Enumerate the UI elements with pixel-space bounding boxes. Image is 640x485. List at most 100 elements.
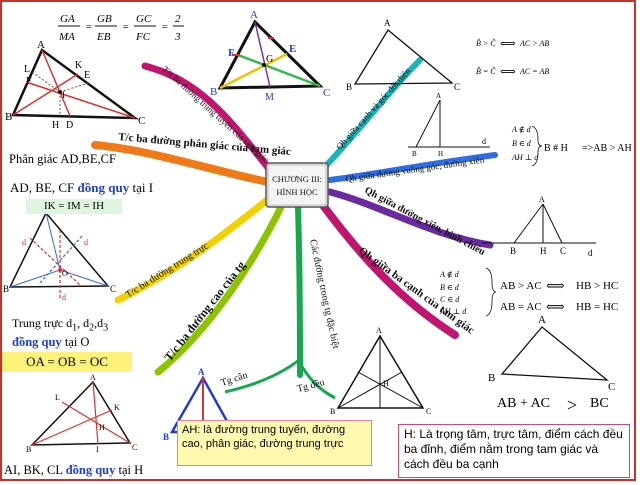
equal-radii: OA = OB = OC xyxy=(2,352,132,372)
equal-distances: IK = IM = IH xyxy=(26,199,122,214)
svg-text:A: A xyxy=(250,9,258,21)
svg-text:=>AB > AH: =>AB > AH xyxy=(582,143,632,154)
branch-perpendicular-bisector xyxy=(114,192,276,304)
perp-bisector-concurrency: đồng quy tại O xyxy=(12,335,90,349)
svg-text:C: C xyxy=(454,82,460,92)
svg-text:C: C xyxy=(426,407,431,416)
center-title: CHƯƠNG III: xyxy=(272,174,322,184)
svg-text:AB = AC: AB = AC xyxy=(500,301,542,313)
svg-text:B: B xyxy=(26,445,31,454)
svg-text:d: d xyxy=(22,238,26,247)
svg-text:FC: FC xyxy=(135,31,151,43)
svg-text:F: F xyxy=(228,47,235,59)
svg-text:C: C xyxy=(138,115,145,127)
svg-text:2: 2 xyxy=(175,13,181,25)
svg-text:H: H xyxy=(540,246,547,256)
svg-text:AC = AB: AC = AB xyxy=(519,67,549,76)
circumcenter-triangle: A B C O d d d xyxy=(3,204,116,302)
svg-text:HB = HC: HB = HC xyxy=(576,301,618,313)
side-angle-triangle: A B C xyxy=(346,18,460,92)
branch-altitude xyxy=(154,201,286,376)
svg-text:B̂ > Ĉ: B̂ > Ĉ xyxy=(476,38,496,48)
svg-text:A: A xyxy=(376,326,382,335)
bisector-triangle: A B C L F K E I H D xyxy=(5,39,145,131)
svg-text:A: A xyxy=(37,39,45,51)
svg-text:H: H xyxy=(99,423,105,432)
svg-text:AH ⊥ d: AH ⊥ d xyxy=(439,307,467,316)
svg-text:AB > AC: AB > AC xyxy=(500,280,542,292)
bisector-concurrency: AD, BE, CF đồng quy tại I xyxy=(10,180,153,196)
branch-triangle-inequality xyxy=(318,200,459,339)
svg-text:⟺: ⟺ xyxy=(546,299,565,314)
svg-text:=: = xyxy=(85,21,92,33)
branch-special-triangles xyxy=(295,205,303,378)
svg-text:A: A xyxy=(198,367,205,377)
svg-text:EB: EB xyxy=(96,31,111,43)
perp-oblique-figure: A B H d xyxy=(408,92,490,158)
svg-text:d: d xyxy=(482,137,486,146)
bisector-text: Phân giác AD,BE,CF xyxy=(9,152,116,167)
svg-text:A: A xyxy=(539,195,545,204)
svg-text:=: = xyxy=(161,21,168,33)
perp-oblique-relations: A ∉ d B ∈ d AH ⊥ d B # H =>AB > AH xyxy=(511,125,632,167)
svg-text:>: > xyxy=(567,395,577,415)
center-subtitle: HÌNH HỌC xyxy=(276,187,318,197)
svg-text:K: K xyxy=(114,403,120,412)
altitude-concurrency: AI, BK, CL đồng quy tại H xyxy=(4,463,144,477)
svg-text:d: d xyxy=(588,248,593,258)
branch-side-angle xyxy=(319,57,423,173)
equilateral-triangle: A B C H xyxy=(330,326,431,416)
svg-text:H: H xyxy=(52,120,59,131)
oblique-projection-relations: A ∉ d B ∈ d C ∈ d AH ⊥ d AB > AC ⟺ HB > … xyxy=(439,267,618,317)
svg-text:C: C xyxy=(560,246,566,256)
svg-text:=: = xyxy=(122,21,129,33)
svg-text:K: K xyxy=(75,60,83,71)
svg-text:d: d xyxy=(62,293,66,302)
svg-text:A: A xyxy=(384,18,391,28)
svg-text:B ∈ d: B ∈ d xyxy=(512,139,532,148)
svg-text:M: M xyxy=(265,92,274,103)
svg-text:GC: GC xyxy=(136,13,152,25)
svg-text:BC: BC xyxy=(590,396,609,411)
at-i: tại I xyxy=(132,180,154,195)
isosceles-note: AH: là đường trung tuyến, đường cao, phâ… xyxy=(177,420,372,466)
bisector-lines: AD, BE, CF xyxy=(10,180,75,195)
svg-text:C: C xyxy=(132,443,137,452)
svg-text:MA: MA xyxy=(58,31,75,43)
bisector-label: Phân giác AD,BE,CF xyxy=(9,152,116,166)
svg-text:E: E xyxy=(84,70,90,81)
svg-text:HB > HC: HB > HC xyxy=(576,280,618,292)
svg-text:3: 3 xyxy=(174,31,181,43)
svg-text:B: B xyxy=(510,246,516,256)
svg-text:B ∈ d: B ∈ d xyxy=(440,283,460,292)
svg-text:d: d xyxy=(84,238,88,247)
svg-text:H: H xyxy=(383,379,389,388)
svg-text:GB: GB xyxy=(97,13,112,25)
branch-isosceles xyxy=(224,358,300,394)
svg-text:G: G xyxy=(266,54,273,65)
svg-text:B: B xyxy=(5,111,12,123)
svg-text:C: C xyxy=(110,284,116,294)
svg-text:O: O xyxy=(62,269,68,278)
svg-text:A: A xyxy=(538,314,546,326)
svg-text:C ∈ d: C ∈ d xyxy=(440,295,460,304)
svg-text:F: F xyxy=(26,76,32,87)
svg-text:L: L xyxy=(24,64,30,75)
svg-text:B # H: B # H xyxy=(544,143,568,154)
svg-text:AH ⊥ d: AH ⊥ d xyxy=(511,153,539,162)
svg-text:L: L xyxy=(55,393,60,402)
median-triangle: A B C F E G M xyxy=(210,9,330,103)
svg-text:B: B xyxy=(412,150,417,158)
equilateral-note: H: Là trọng tâm, trực tâm, điểm cách đều… xyxy=(398,424,630,478)
svg-text:C: C xyxy=(608,381,615,393)
center-node: CHƯƠNG III: HÌNH HỌC xyxy=(265,162,329,208)
svg-text:A ∉ d: A ∉ d xyxy=(511,125,532,134)
svg-text:C: C xyxy=(323,87,330,99)
svg-text:B: B xyxy=(488,372,495,384)
branch-oblique-projection xyxy=(326,188,494,249)
oblique-projection-figure: A B H C d xyxy=(482,195,596,258)
svg-text:H: H xyxy=(438,150,443,158)
svg-text:I: I xyxy=(96,445,99,454)
svg-text:D: D xyxy=(66,120,73,131)
